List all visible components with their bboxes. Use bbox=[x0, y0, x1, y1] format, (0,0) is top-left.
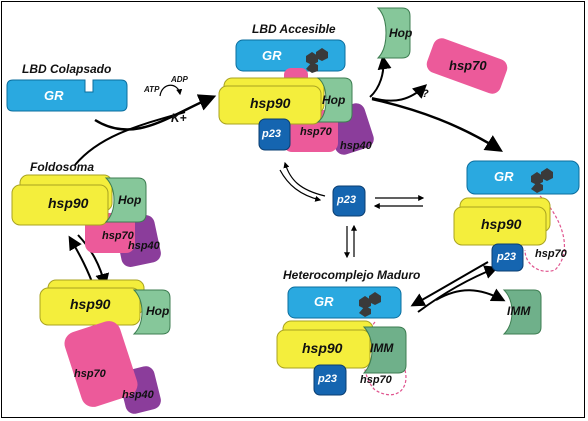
label-foldosoma: Foldosoma bbox=[30, 160, 95, 174]
arrow-collapsed-to-accessible bbox=[94, 94, 217, 131]
label-question: ? bbox=[422, 88, 429, 100]
steroid-right-icon bbox=[531, 168, 553, 193]
hop-released bbox=[376, 7, 411, 59]
label-hsp70-released: hsp70 bbox=[449, 58, 487, 73]
gr-collapsed bbox=[6, 79, 128, 112]
p23-central bbox=[332, 185, 366, 217]
label-p23-right: p23 bbox=[497, 251, 516, 263]
label-hsp40-foldosome: hsp40 bbox=[128, 240, 160, 252]
label-hsp90-bottom: hsp90 bbox=[70, 296, 111, 312]
arrow-foldosome-join bbox=[74, 111, 186, 166]
gr-mature bbox=[287, 286, 402, 319]
label-hop-accessible: Hop bbox=[322, 93, 346, 107]
label-lbd-colapsado: LBD Colapsado bbox=[22, 62, 112, 76]
gr-accessible bbox=[235, 39, 346, 72]
label-hsp70-mature: hsp70 bbox=[360, 374, 392, 386]
label-k: K+ bbox=[171, 111, 187, 125]
label-hsp90-mature: hsp90 bbox=[302, 340, 343, 356]
label-hsp90-accessible: hsp90 bbox=[250, 95, 291, 111]
label-hsp70-accessible: hsp70 bbox=[300, 126, 332, 138]
label-adp: ADP bbox=[171, 75, 188, 84]
hop-foldosome bbox=[104, 177, 147, 223]
label-gr-accessible: GR bbox=[262, 48, 282, 63]
arrow-hop-release bbox=[369, 55, 392, 98]
hsp90-foldosome bbox=[11, 184, 109, 226]
label-gr-collapsed: GR bbox=[44, 88, 64, 103]
hsp70-bottom bbox=[64, 321, 138, 407]
label-hsp70-bottom: hsp70 bbox=[74, 368, 106, 380]
steroid-mature-icon bbox=[359, 292, 381, 317]
hsp70-right-dashed bbox=[524, 195, 565, 272]
label-gr-right: GR bbox=[494, 169, 514, 184]
label-imm-released: IMM bbox=[507, 304, 531, 318]
arrow-atp-adp bbox=[159, 84, 183, 97]
label-hsp70-foldosome: hsp70 bbox=[102, 230, 134, 242]
label-heterocomplejo: Heterocomplejo Maduro bbox=[283, 268, 421, 282]
steroid-accessible-icon bbox=[306, 48, 328, 73]
arrow-p23-from-top bbox=[283, 161, 326, 197]
label-hsp90-right: hsp90 bbox=[481, 216, 522, 232]
label-p23-central: p23 bbox=[337, 194, 356, 206]
hsp90-bottom bbox=[39, 287, 141, 326]
arrow-right-to-mature bbox=[410, 261, 489, 307]
label-hsp70-right: hsp70 bbox=[535, 248, 567, 260]
gr-right bbox=[466, 160, 580, 195]
hop-accessible bbox=[316, 77, 353, 123]
label-hsp90-foldosome: hsp90 bbox=[48, 195, 89, 211]
arrow-hsp70-release bbox=[371, 84, 428, 102]
label-hop-released: Hop bbox=[389, 26, 413, 40]
p23-mature bbox=[313, 364, 347, 396]
label-hsp40-accessible: hsp40 bbox=[340, 140, 372, 152]
hop-bottom bbox=[132, 289, 171, 335]
label-hop-bottom: Hop bbox=[146, 304, 170, 318]
label-p23-accessible: p23 bbox=[262, 128, 281, 140]
label-imm-mature: IMM bbox=[370, 341, 394, 355]
label-p23-mature: p23 bbox=[318, 373, 337, 385]
imm-released bbox=[502, 289, 542, 335]
label-lbd-accesible: LBD Accesible bbox=[252, 22, 336, 36]
arrow-to-right-complex bbox=[371, 97, 503, 152]
hsp70-released bbox=[426, 38, 508, 94]
imm-mature bbox=[362, 326, 407, 374]
p23-right bbox=[491, 243, 524, 272]
arrow-p23-to-top bbox=[279, 169, 322, 202]
label-atp: ATP bbox=[144, 85, 160, 94]
label-hsp40-bottom: hsp40 bbox=[122, 389, 154, 401]
p23-accessible bbox=[258, 118, 291, 151]
arrow-imm-join bbox=[435, 288, 506, 302]
label-hop-foldosome: Hop bbox=[118, 193, 142, 207]
arrow-mature-to-right bbox=[417, 265, 499, 313]
label-gr-mature: GR bbox=[314, 294, 334, 309]
